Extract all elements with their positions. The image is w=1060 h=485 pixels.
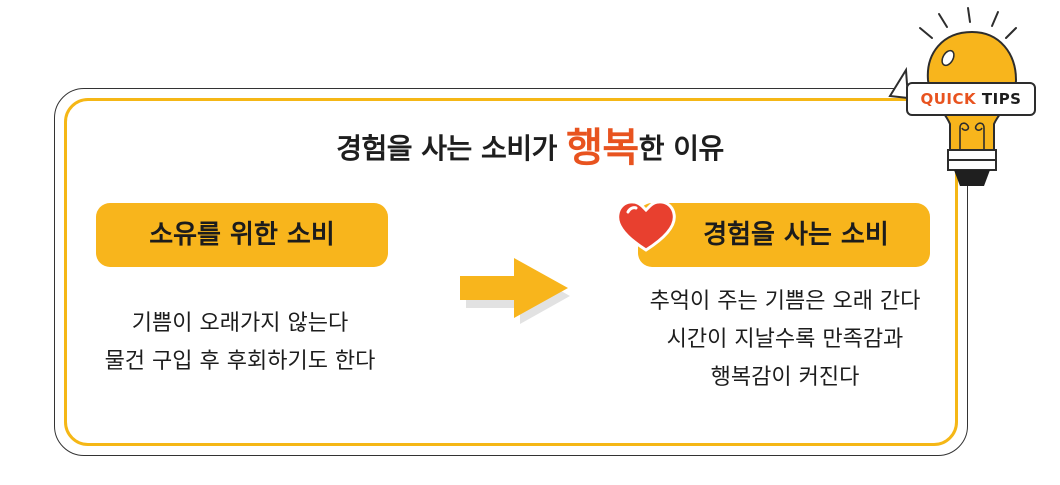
badge-quick: QUICK (920, 90, 977, 108)
right-label: 경험을 사는 소비 (703, 220, 889, 250)
title-before: 경험을 사는 소비가 (336, 132, 567, 165)
left-line-1: 기쁨이 오래가지 않는다 (131, 311, 349, 336)
right-line-2: 시간이 지날수록 만족감과 (666, 327, 904, 352)
inner-frame (64, 98, 958, 446)
right-label-pill: 경험을 사는 소비 (638, 203, 930, 267)
outer-frame (54, 88, 968, 456)
title-highlight: 행복 (566, 125, 639, 171)
page-title: 경험을 사는 소비가 행복한 이유 (0, 118, 1060, 178)
heart-icon (616, 200, 676, 252)
left-label-pill: 소유를 위한 소비 (96, 203, 388, 267)
left-line-2: 물건 구입 후 후회하기도 한다 (104, 349, 376, 374)
left-label: 소유를 위한 소비 (149, 220, 335, 250)
badge-tips: TIPS (981, 90, 1022, 108)
right-description: 추억이 주는 기쁨은 오래 간다 시간이 지날수록 만족감과 행복감이 커진다 (620, 283, 950, 397)
title-after: 한 이유 (638, 132, 725, 165)
left-description: 기쁨이 오래가지 않는다 물건 구입 후 후회하기도 한다 (80, 305, 400, 381)
right-line-3: 행복감이 커진다 (710, 365, 860, 390)
arrow-right-icon (460, 258, 570, 324)
quick-tips-badge: QUICK TIPS (906, 82, 1036, 116)
right-line-1: 추억이 주는 기쁨은 오래 간다 (649, 289, 921, 314)
